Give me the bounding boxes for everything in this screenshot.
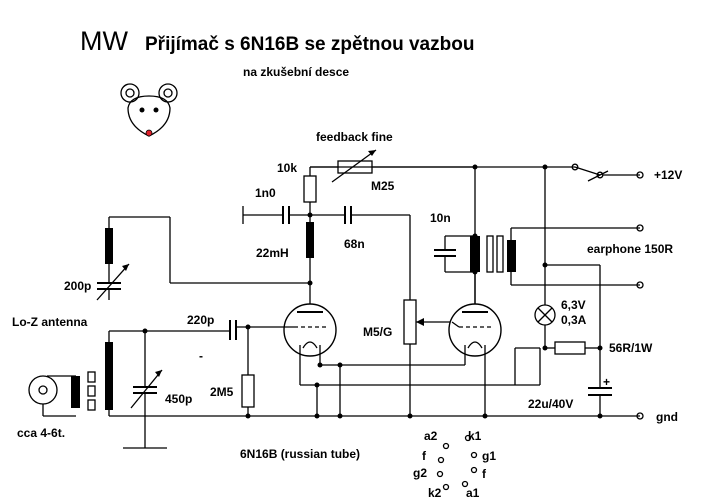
label-gnd: gnd — [656, 410, 678, 424]
coupling-coil — [71, 376, 80, 408]
resistor-10k — [303, 175, 317, 203]
pin-a2: a2 — [424, 429, 438, 443]
label-22mh: 22mH — [256, 246, 289, 260]
loop-antenna-icon — [28, 375, 58, 405]
label-450p: 450p — [165, 392, 192, 406]
resistor-2m5 — [241, 374, 255, 408]
terminal-gnd — [636, 412, 644, 420]
main-coil — [105, 342, 113, 410]
power-switch — [587, 170, 609, 182]
mascot-nose — [145, 129, 153, 137]
pin-k2: k2 — [428, 486, 442, 500]
label-lamp-2: 0,3A — [561, 313, 587, 327]
label-lo-z-antenna: Lo-Z antenna — [12, 315, 88, 329]
transformer-secondary — [507, 240, 516, 272]
mouse-mascot-icon — [120, 83, 178, 137]
terminal-12v — [636, 171, 644, 179]
transformer-primary — [470, 236, 480, 272]
svg-text:-: - — [199, 349, 203, 363]
tube-left — [283, 303, 337, 357]
label-feedback-fine: feedback fine — [316, 130, 393, 144]
pin-g1: g1 — [482, 449, 496, 463]
pin-a1: a1 — [466, 486, 480, 500]
label-56r: 56R/1W — [609, 341, 653, 355]
label-turns: cca 4-6t. — [17, 426, 65, 440]
label-1n0: 1n0 — [255, 186, 276, 200]
title-main: Přijímač s 6N16B se zpětnou vazbou — [145, 34, 474, 55]
label-m25: M25 — [371, 179, 395, 193]
pot-m5g — [403, 299, 417, 345]
label-200p: 200p — [64, 279, 91, 293]
subtitle: na zkušební desce — [243, 65, 349, 79]
label-12v: +12V — [654, 168, 682, 182]
label-plus: + — [603, 375, 610, 389]
choke-22mh — [306, 222, 314, 258]
label-68n: 68n — [344, 237, 365, 251]
label-earphone: earphone 150R — [587, 242, 673, 256]
label-tube-name: 6N16B (russian tube) — [240, 447, 360, 461]
label-2m5: 2M5 — [210, 385, 234, 399]
label-10k: 10k — [277, 161, 297, 175]
pin-f-left: f — [422, 449, 427, 463]
terminal-earphone-a — [636, 224, 644, 232]
label-m5g: M5/G — [363, 325, 392, 339]
pin-g2: g2 — [413, 466, 427, 480]
pin-f-right: f — [482, 467, 487, 481]
coil-200p — [105, 228, 113, 264]
label-lamp-1: 6,3V — [561, 298, 586, 312]
tube-pinout: a2 k1 f g1 g2 f k2 a1 — [413, 429, 496, 500]
resistor-56r — [554, 341, 586, 355]
title-prefix: MW — [80, 26, 128, 56]
pin-k1: k1 — [468, 429, 482, 443]
label-10n: 10n — [430, 211, 451, 225]
label-220p: 220p — [187, 313, 214, 327]
terminal-earphone-b — [636, 281, 644, 289]
label-22u: 22u/40V — [528, 397, 573, 411]
